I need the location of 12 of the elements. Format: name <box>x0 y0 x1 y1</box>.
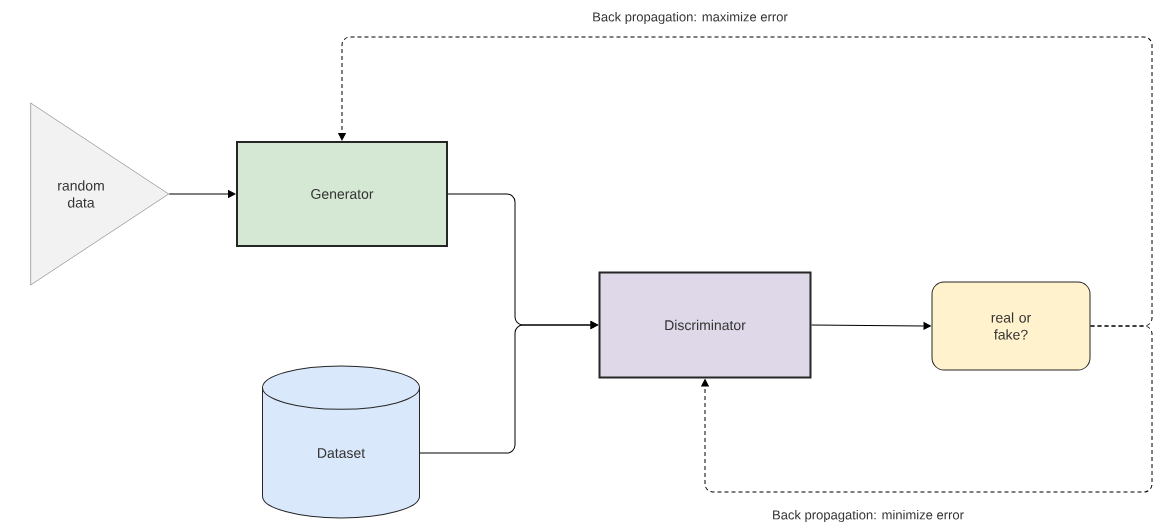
arrow <box>168 190 236 198</box>
discriminator-box: Discriminator <box>598 271 812 379</box>
arrow <box>811 322 931 330</box>
arrow <box>338 36 1153 327</box>
output-box: real or fake? <box>931 281 1091 371</box>
edge-label: Back propagation: minimize error <box>773 509 964 523</box>
edge-label: Back propagation: maximize error <box>593 11 788 25</box>
database-cylinder: Dataset <box>262 365 420 519</box>
arrow <box>701 325 1153 493</box>
generator-box: Generator <box>236 141 448 247</box>
arrow <box>419 321 598 454</box>
input-triangle: random data <box>30 102 169 286</box>
